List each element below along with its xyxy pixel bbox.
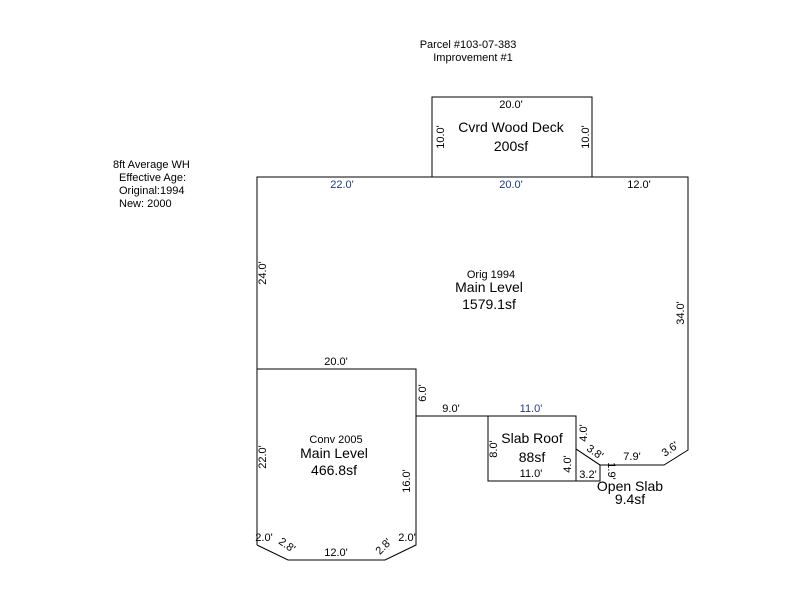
deck-dim-right: 10.0' xyxy=(580,125,592,149)
open-slab-area: 9.4sf xyxy=(615,491,645,507)
slab-dim-right-lower: 4.0' xyxy=(562,455,574,472)
main-dim-bottom-right: 7.9' xyxy=(623,451,640,463)
main-dim-top-left: 22.0' xyxy=(330,179,354,191)
main-dim-notch: 6.0' xyxy=(417,384,429,401)
conv-name: Main Level xyxy=(300,445,368,461)
improvement-label: Improvement #1 xyxy=(433,52,512,64)
slab-roof-area: 88sf xyxy=(519,449,546,465)
main-dim-left: 24.0' xyxy=(257,261,269,285)
note-new: New: 2000 xyxy=(119,198,172,210)
slab-dim-left: 8.0' xyxy=(488,440,500,457)
conv-dim-bl-diag: 2.8' xyxy=(276,536,297,556)
slab-roof-name: Slab Roof xyxy=(501,430,563,446)
deck-area: 200sf xyxy=(494,138,528,154)
main-dim-top-right: 12.0' xyxy=(627,179,651,191)
open-slab-outline[interactable] xyxy=(575,448,601,482)
open-slab-name: Open Slab xyxy=(597,478,663,494)
main-label: Orig 1994 xyxy=(467,269,515,281)
deck-name: Cvrd Wood Deck xyxy=(458,119,565,135)
conv-dim-br-diag: 2.8' xyxy=(373,536,394,557)
note-original: Original:1994 xyxy=(119,185,184,197)
conv-label: Conv 2005 xyxy=(309,434,362,446)
note-wall-height: 8ft Average WH xyxy=(113,159,190,171)
open-slab-dim-bottom: 3.2' xyxy=(579,469,596,481)
conv-dim-bl: 2.0' xyxy=(255,532,272,544)
conv-dim-br: 2.0' xyxy=(398,532,415,544)
parcel-number: Parcel #103-07-383 xyxy=(420,39,517,51)
slab-dim-right-upper: 4.0' xyxy=(578,424,590,441)
conv-dim-left: 22.0' xyxy=(257,445,269,469)
conv-dim-right: 16.0' xyxy=(401,469,413,493)
main-dim-top-mid: 20.0' xyxy=(499,179,523,191)
slab-roof-outline[interactable] xyxy=(487,415,577,482)
conv-dim-bottom: 12.0' xyxy=(324,547,348,559)
note-effective-age: Effective Age: xyxy=(119,172,186,184)
conv-outline[interactable] xyxy=(256,368,417,561)
conv-dim-top: 20.0' xyxy=(324,356,348,368)
deck-dim-top: 20.0' xyxy=(499,99,523,111)
open-slab-dim-diag: 3.8' xyxy=(584,443,605,463)
main-name: Main Level xyxy=(455,279,523,295)
main-dim-right: 34.0' xyxy=(675,301,687,325)
slab-dim-bottom: 11.0' xyxy=(520,468,543,480)
conv-area: 466.8sf xyxy=(311,462,357,478)
main-area: 1579.1sf xyxy=(462,296,516,312)
deck-dim-left: 10.0' xyxy=(435,125,447,149)
main-dim-step: 9.0' xyxy=(442,403,459,415)
slab-dim-top: 11.0' xyxy=(520,403,543,415)
open-slab-dim-right: 1.9' xyxy=(605,462,617,479)
